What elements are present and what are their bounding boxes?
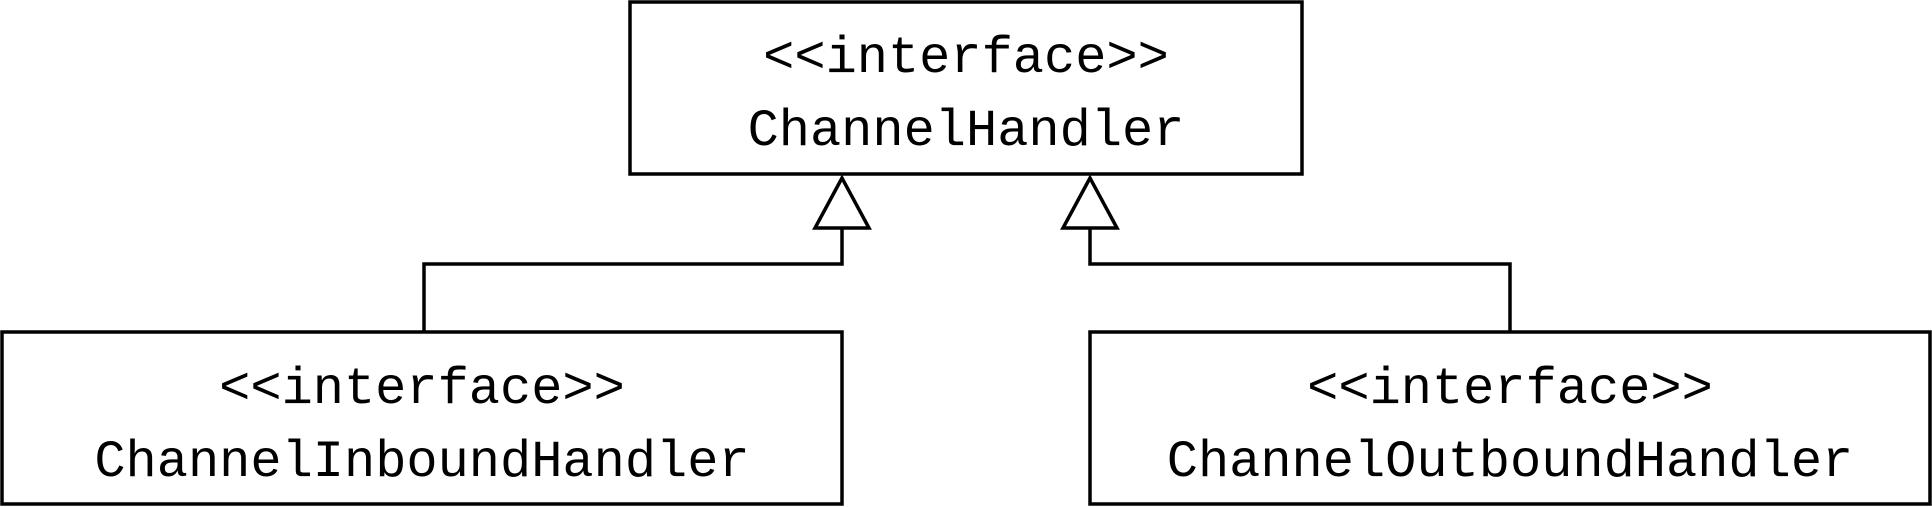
generalization-arrowhead-icon (1060, 174, 1120, 230)
node-name: ChannelHandler (748, 102, 1185, 161)
edge-outbound-to-parent (1060, 174, 1512, 332)
node-stereotype: <<interface>> (1307, 360, 1713, 419)
node-channel-handler[interactable]: <<interface>> ChannelHandler (628, 0, 1304, 176)
node-channel-inbound-handler[interactable]: <<interface>> ChannelInboundHandler (0, 330, 844, 506)
edge-inbound-to-parent (422, 174, 872, 332)
node-name: ChannelInboundHandler (94, 433, 749, 492)
generalization-arrowhead-icon (812, 174, 872, 230)
node-stereotype: <<interface>> (219, 360, 625, 419)
node-stereotype: <<interface>> (763, 29, 1169, 88)
node-box (0, 330, 844, 506)
node-channel-outbound-handler[interactable]: <<interface>> ChannelOutboundHandler (1088, 330, 1932, 506)
node-box (628, 0, 1304, 176)
connector-line (422, 228, 844, 332)
node-name: ChannelOutboundHandler (1167, 433, 1854, 492)
connector-line (1088, 228, 1512, 332)
